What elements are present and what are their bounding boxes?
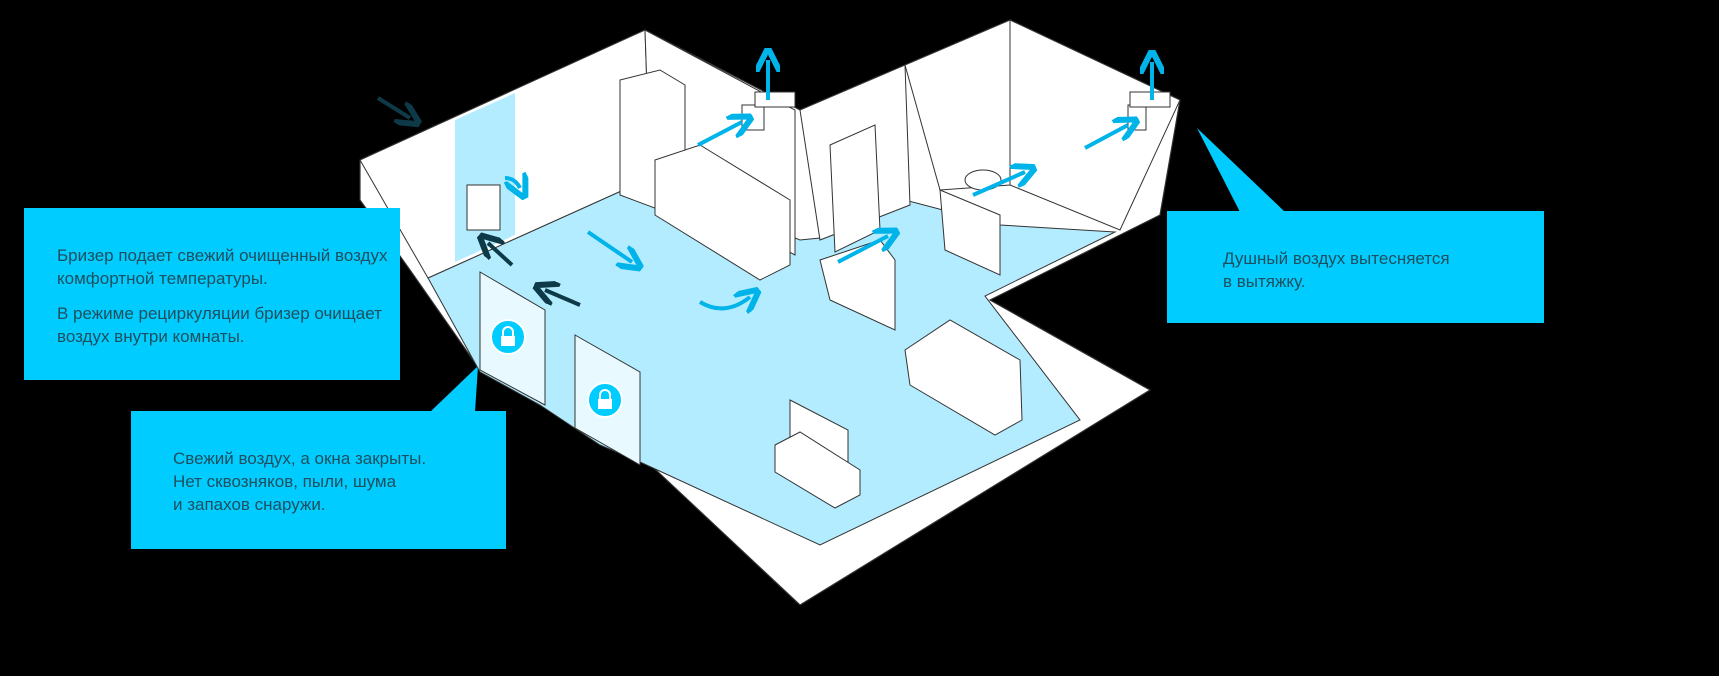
callout-text: Бризер подает свежий очищенный воздух ко… [57,246,388,288]
callout-text: и запахов снаружи. [173,495,326,514]
tv-stand [774,431,861,509]
callout-text: в вытяжку. [1223,272,1306,291]
bath-partition [939,189,1001,276]
callout-text: Свежий воздух, а окна закрыты. [173,449,427,468]
callout-pointer-windows [430,366,478,412]
callout-text: Нет сквозняков, пыли, шума [173,472,397,491]
bath-right-wall [1009,19,1181,231]
dark-airflow-arrows [376,96,581,307]
callout-pointer-exhaust [1197,128,1285,212]
chimney-kitchen [754,91,796,108]
vent-kitchen [741,104,765,131]
breezer-device [466,184,501,231]
lock-icon [587,382,623,418]
callout-windows: Свежий воздух, а окна закрыты. Нет сквоз… [131,411,506,549]
airflow-arrows [505,60,1152,308]
sofa [904,319,1023,436]
vent-bath [1127,104,1147,131]
callout-text: В режиме рециркуляции бризер очищает воз… [57,304,382,346]
callout-exhaust: Душный воздух вытесняется в вытяжку. [1167,211,1544,323]
callout-text: Душный воздух вытесняется [1223,249,1450,268]
callout-breezer: Бризер подает свежий очищенный воздух ко… [24,208,400,380]
door [829,124,881,253]
lock-icon [490,319,526,355]
floor [427,177,1117,546]
